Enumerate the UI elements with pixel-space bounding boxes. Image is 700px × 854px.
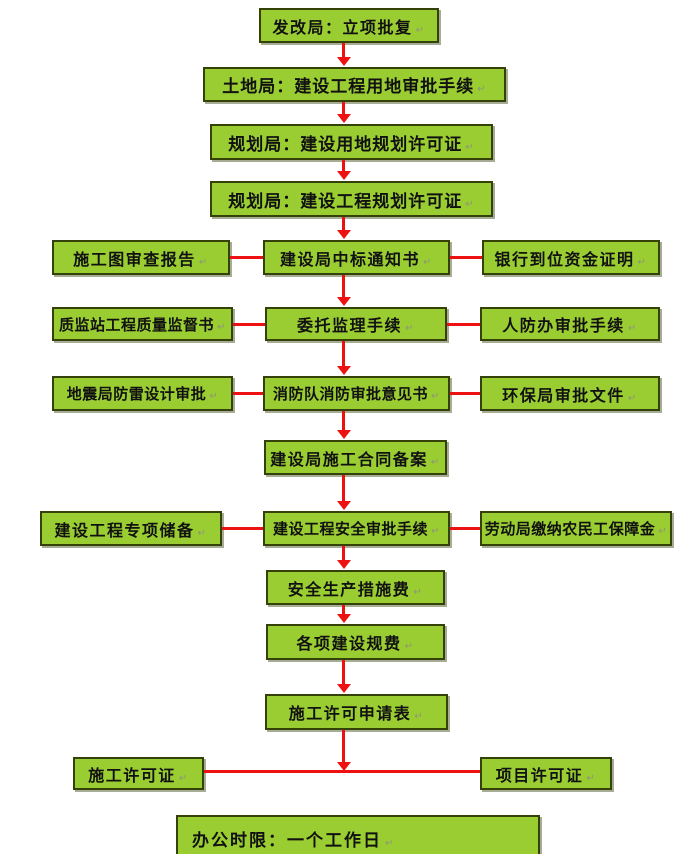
- node-label: 规划局：建设用地规划许可证: [228, 130, 474, 155]
- connector-zhongbiao-yinhang: [450, 256, 482, 259]
- node-huanbao: 环保局审批文件: [480, 376, 660, 411]
- node-shigongtu: 施工图审查报告: [52, 240, 230, 275]
- node-shigong-xkz: 施工许可证: [73, 757, 204, 790]
- node-renfang: 人防办审批手续: [480, 307, 660, 341]
- node-label: 劳动局缴纳农民工保障金: [485, 518, 667, 539]
- node-label: 施工图审查报告: [73, 246, 208, 270]
- node-label: 土地局：建设工程用地审批手续: [222, 72, 486, 97]
- arrow-down-4: [337, 217, 351, 239]
- node-label: 建设工程专项储备: [55, 517, 208, 541]
- node-label: 项目许可证: [496, 762, 596, 786]
- node-anquan-shenpi: 建设工程安全审批手续: [263, 511, 450, 546]
- node-label: 施工许可申请表: [289, 700, 424, 724]
- node-guifei: 各项建设规费: [266, 624, 445, 660]
- node-zhijian: 质监站工程质量监督书: [52, 307, 233, 341]
- node-label: 消防队消防审批意见书: [273, 383, 440, 404]
- node-zhongbiao: 建设局中标通知书: [263, 240, 450, 275]
- arrow-down-11: [337, 660, 351, 693]
- node-xiangmu-xkz: 项目许可证: [480, 757, 612, 790]
- node-label: 施工许可证: [88, 762, 188, 786]
- node-label: 地震局防雷设计审批: [67, 383, 218, 404]
- node-hetong: 建设局施工合同备案: [264, 440, 447, 475]
- node-label: 质监站工程质量监督书: [59, 314, 226, 335]
- arrow-down-1: [337, 43, 351, 66]
- node-yongdi-guihua: 规划局：建设用地规划许可证: [210, 124, 493, 160]
- node-laodong: 劳动局缴纳农民工保障金: [480, 511, 672, 546]
- connector-dizhen-xiaofang: [233, 392, 263, 395]
- connector-anquan-laodong: [450, 527, 480, 530]
- arrow-down-2: [337, 102, 351, 123]
- arrow-down-3: [337, 160, 351, 180]
- node-label: 环保局审批文件: [502, 382, 637, 406]
- node-label: 建设局施工合同备案: [270, 446, 440, 470]
- arrow-down-5: [337, 275, 351, 306]
- node-yongdi: 土地局：建设工程用地审批手续: [203, 67, 506, 102]
- arrow-down-10: [337, 605, 351, 623]
- node-shixian: 办公时限：一个工作日: [176, 815, 540, 854]
- arrow-down-8: [337, 475, 351, 510]
- node-label: 发改局：立项批复: [273, 14, 426, 38]
- node-label: 规划局：建设工程规划许可证: [228, 187, 474, 212]
- node-zhuanxiang: 建设工程专项储备: [40, 511, 222, 546]
- node-weituo: 委托监理手续: [265, 307, 447, 341]
- node-label: 银行到位资金证明: [495, 246, 648, 270]
- node-label: 建设工程安全审批手续: [273, 518, 440, 539]
- node-label: 建设局中标通知书: [280, 246, 433, 270]
- node-label: 办公时限：一个工作日: [192, 826, 395, 851]
- connector-shigongxkz-xiangmuxkz: [204, 770, 480, 773]
- connector-weituo-renfang: [447, 323, 480, 326]
- node-label: 安全生产措施费: [288, 576, 423, 600]
- node-gongcheng-guihua: 规划局：建设工程规划许可证: [210, 181, 493, 217]
- node-xiaofang: 消防队消防审批意见书: [263, 376, 450, 411]
- node-label: 人防办审批手续: [502, 312, 637, 336]
- node-label: 委托监理手续: [297, 312, 415, 336]
- node-cuoshifei: 安全生产措施费: [266, 570, 445, 605]
- connector-zhijian-weituo: [233, 323, 265, 326]
- connector-shigongtu-zhongbiao: [230, 256, 263, 259]
- node-lixiang: 发改局：立项批复: [259, 8, 439, 43]
- node-label: 各项建设规费: [297, 630, 415, 654]
- node-yinhang: 银行到位资金证明: [482, 240, 660, 275]
- arrow-down-9: [337, 546, 351, 569]
- connector-zhuanxiang-anquan: [222, 527, 263, 530]
- arrow-down-7: [337, 411, 351, 439]
- node-dizhen: 地震局防雷设计审批: [52, 376, 233, 411]
- node-shenqingbiao: 施工许可申请表: [265, 694, 448, 730]
- arrow-down-12: [337, 730, 351, 771]
- arrow-down-6: [337, 341, 351, 375]
- connector-xiaofang-huanbao: [450, 392, 480, 395]
